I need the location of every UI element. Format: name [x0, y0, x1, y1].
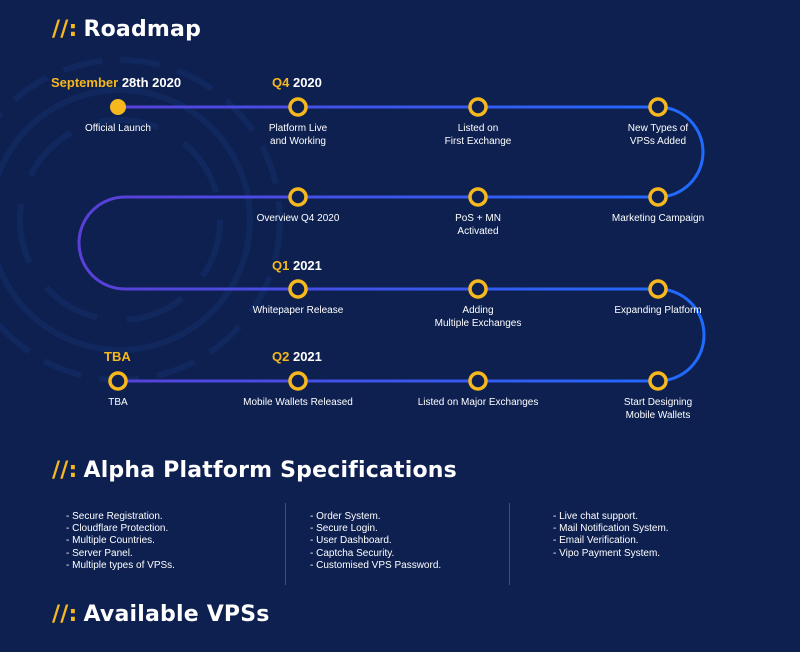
milestone-label: Expanding Platform [614, 305, 702, 316]
vps-heading: //:Available VPSs [52, 602, 270, 627]
milestone-node [108, 371, 128, 391]
date-highlight: Q4 [272, 75, 290, 90]
milestone-node [648, 279, 668, 299]
milestone-label: Official Launch [85, 123, 151, 134]
spec-item: - Multiple Countries. [66, 535, 155, 547]
milestone-label: Listed on Major Exchanges [417, 397, 539, 408]
date-label: September 28th 2020 [51, 75, 181, 90]
specs-column-1: - Secure Registration. - Cloudflare Prot… [66, 511, 175, 572]
milestone-node [288, 279, 308, 299]
date-label: Q4 2020 [272, 75, 322, 90]
milestone-node [288, 371, 308, 391]
date-rest: 2021 [292, 349, 322, 364]
spec-item: - Vipo Payment System. [553, 547, 661, 559]
milestone-label: TBA [108, 397, 128, 408]
milestone-label: Platform Live and Working [268, 123, 328, 147]
milestone-label: Listed on First Exchange [444, 123, 512, 147]
specs-column-3: - Live chat support. - Mail Notification… [553, 511, 669, 560]
milestone-label: Marketing Campaign [611, 213, 705, 224]
column-divider [509, 503, 510, 585]
column-divider [285, 503, 286, 585]
spec-item: - Live chat support. [553, 511, 639, 522]
milestone-nodes [108, 97, 668, 391]
date-highlight: Q2 [272, 349, 290, 364]
date-label: TBA [104, 349, 131, 364]
spec-item: - Secure Login. [310, 523, 378, 535]
milestone-node-current [110, 99, 126, 115]
heading-marker: //: [52, 17, 78, 42]
date-label: Q2 2021 [272, 349, 322, 364]
milestone-node [288, 97, 308, 117]
heading-marker: //: [52, 602, 78, 627]
spec-item: - Customised VPS Password. [310, 559, 442, 571]
date-rest: 2021 [292, 258, 322, 273]
milestone-node [648, 187, 668, 207]
roadmap-title: Roadmap [83, 17, 202, 42]
specs-heading: //:Alpha Platform Specifications [52, 458, 457, 483]
milestone-label: PoS + MN Activated [455, 213, 501, 237]
date-highlight: TBA [104, 349, 131, 364]
heading-marker: //: [52, 458, 78, 483]
milestone-node [648, 371, 668, 391]
spec-item: - Cloudflare Protection. [66, 523, 169, 535]
milestone-node [468, 97, 488, 117]
spec-item: - Mail Notification System. [553, 523, 669, 535]
spec-item: - Server Panel. [66, 547, 133, 559]
milestone-label: Start Designing Mobile Wallets [623, 397, 693, 421]
roadmap-path [77, 105, 706, 383]
spec-item: - Secure Registration. [66, 511, 163, 522]
date-rest: 2020 [292, 75, 322, 90]
date-highlight: September [51, 75, 119, 90]
spec-item: - Captcha Security. [310, 547, 395, 559]
spec-item: - Email Verification. [553, 535, 639, 547]
milestone-label: Mobile Wallets Released [243, 397, 353, 408]
milestone-node [288, 187, 308, 207]
milestone-label: Adding Multiple Exchanges [434, 305, 522, 329]
date-highlight: Q1 [272, 258, 290, 273]
milestone-label: Whitepaper Release [252, 305, 344, 316]
roadmap-heading: //:Roadmap [52, 17, 201, 42]
specs-column-2: - Order System. - Secure Login. - User D… [310, 511, 441, 572]
milestone-node [468, 371, 488, 391]
spec-item: - Order System. [310, 511, 381, 522]
milestone-node [648, 97, 668, 117]
spec-item: - Multiple types of VPSs. [66, 559, 175, 571]
date-rest: 28th 2020 [121, 75, 182, 90]
specs-title: Alpha Platform Specifications [83, 458, 457, 483]
spec-item: - User Dashboard. [310, 535, 392, 547]
milestone-node [468, 187, 488, 207]
milestone-label: Overview Q4 2020 [256, 213, 340, 224]
date-label: Q1 2021 [272, 258, 322, 273]
vps-title: Available VPSs [83, 602, 270, 627]
milestone-label: New Types of VPSs Added [627, 123, 689, 147]
milestone-node [468, 279, 488, 299]
